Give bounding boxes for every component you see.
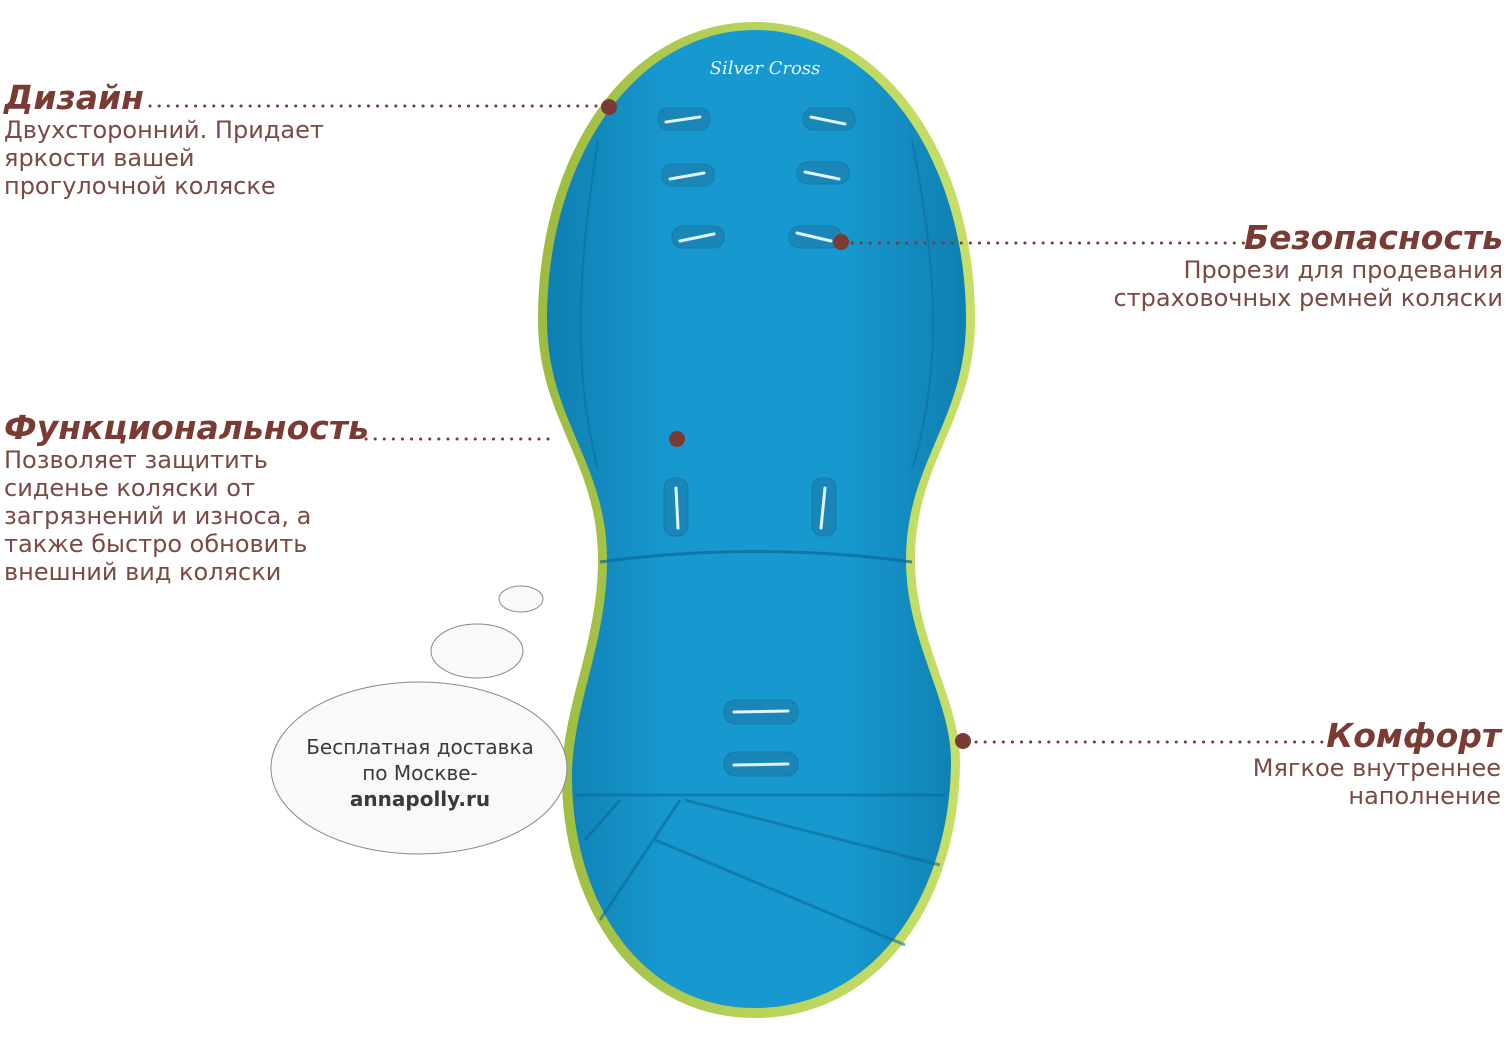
callout-function: Функциональность Позволяет защитить сиде… xyxy=(4,408,369,587)
thought-bubble-medium xyxy=(430,623,524,679)
callout-title-safety: Безопасность xyxy=(1243,218,1503,257)
callout-comfort: Комфорт Мягкое внутреннее наполнение xyxy=(1252,716,1501,811)
fold-line-2 xyxy=(684,798,941,867)
right-seam xyxy=(911,139,935,471)
marker-dot-function xyxy=(669,431,685,447)
callout-desc-function: Позволяет защитить сиденье коляски от за… xyxy=(4,446,312,586)
liner-body xyxy=(547,30,966,1008)
delivery-bubble-text: Бесплатная доставка по Москве- annapolly… xyxy=(272,734,568,812)
waist-slots xyxy=(663,477,837,537)
thought-bubble-large xyxy=(270,681,568,855)
marker-dot-comfort xyxy=(955,733,971,749)
leader-lines xyxy=(148,104,1336,744)
callout-title-design: Дизайн xyxy=(4,78,144,117)
callout-title-function: Функциональность xyxy=(4,408,369,447)
marker-dot-safety xyxy=(833,234,849,250)
callout-desc-design: Двухсторонний. Придает яркости вашей про… xyxy=(4,116,324,200)
fold-line-1 xyxy=(654,838,906,947)
thought-bubble-small xyxy=(498,585,544,613)
fold-line-4 xyxy=(598,799,682,921)
crotch-slots xyxy=(723,699,799,777)
shoulder-slots xyxy=(657,107,856,249)
brand-logo: Silver Cross xyxy=(710,58,821,79)
callout-desc-safety: Прорези для продевания страховочных ремн… xyxy=(1113,256,1503,312)
bubble-line-2: по Москве- xyxy=(362,761,478,785)
marker-dot-design xyxy=(601,99,617,115)
callout-design: Дизайн Двухсторонний. Придает яркости ва… xyxy=(4,78,324,201)
callout-desc-comfort: Мягкое внутреннее наполнение xyxy=(1252,754,1501,810)
waist-seam xyxy=(599,550,913,564)
bubble-site-link[interactable]: annapolly.ru xyxy=(349,787,491,811)
callout-safety: Безопасность Прорези для продевания стра… xyxy=(1113,218,1503,313)
callout-title-comfort: Комфорт xyxy=(1326,716,1501,755)
fold-line-3 xyxy=(583,799,622,841)
bubble-line-1: Бесплатная доставка xyxy=(306,735,534,759)
left-seam xyxy=(579,139,599,471)
